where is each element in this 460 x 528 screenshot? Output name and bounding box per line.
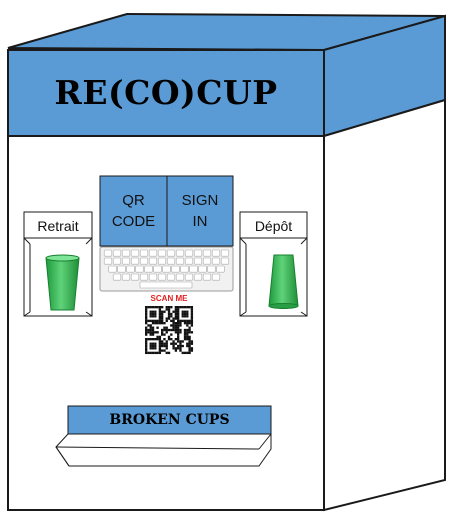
machine-title: RE(CO)CUP (54, 72, 278, 112)
machine-header-panel (7, 49, 325, 137)
keyboard-icon[interactable] (99, 246, 234, 292)
broken-cups-panel (67, 405, 272, 435)
qr-code-button-label[interactable]: QR CODE (111, 192, 156, 230)
qr-code-icon[interactable] (145, 306, 194, 355)
broken-cups-tray[interactable] (55, 433, 272, 467)
deposit-label: Dépôt (254, 217, 293, 234)
withdraw-label: Retrait (37, 217, 79, 234)
scan-me-label: SCAN ME (150, 294, 188, 303)
sign-in-button[interactable] (166, 175, 234, 247)
green-cup-upside-down-icon (268, 254, 299, 309)
green-cup-icon (45, 254, 80, 311)
machine-right-side (323, 98, 446, 512)
sign-in-button-label[interactable]: SIGN IN (181, 192, 219, 230)
broken-cups-label: BROKEN CUPS (109, 412, 230, 428)
